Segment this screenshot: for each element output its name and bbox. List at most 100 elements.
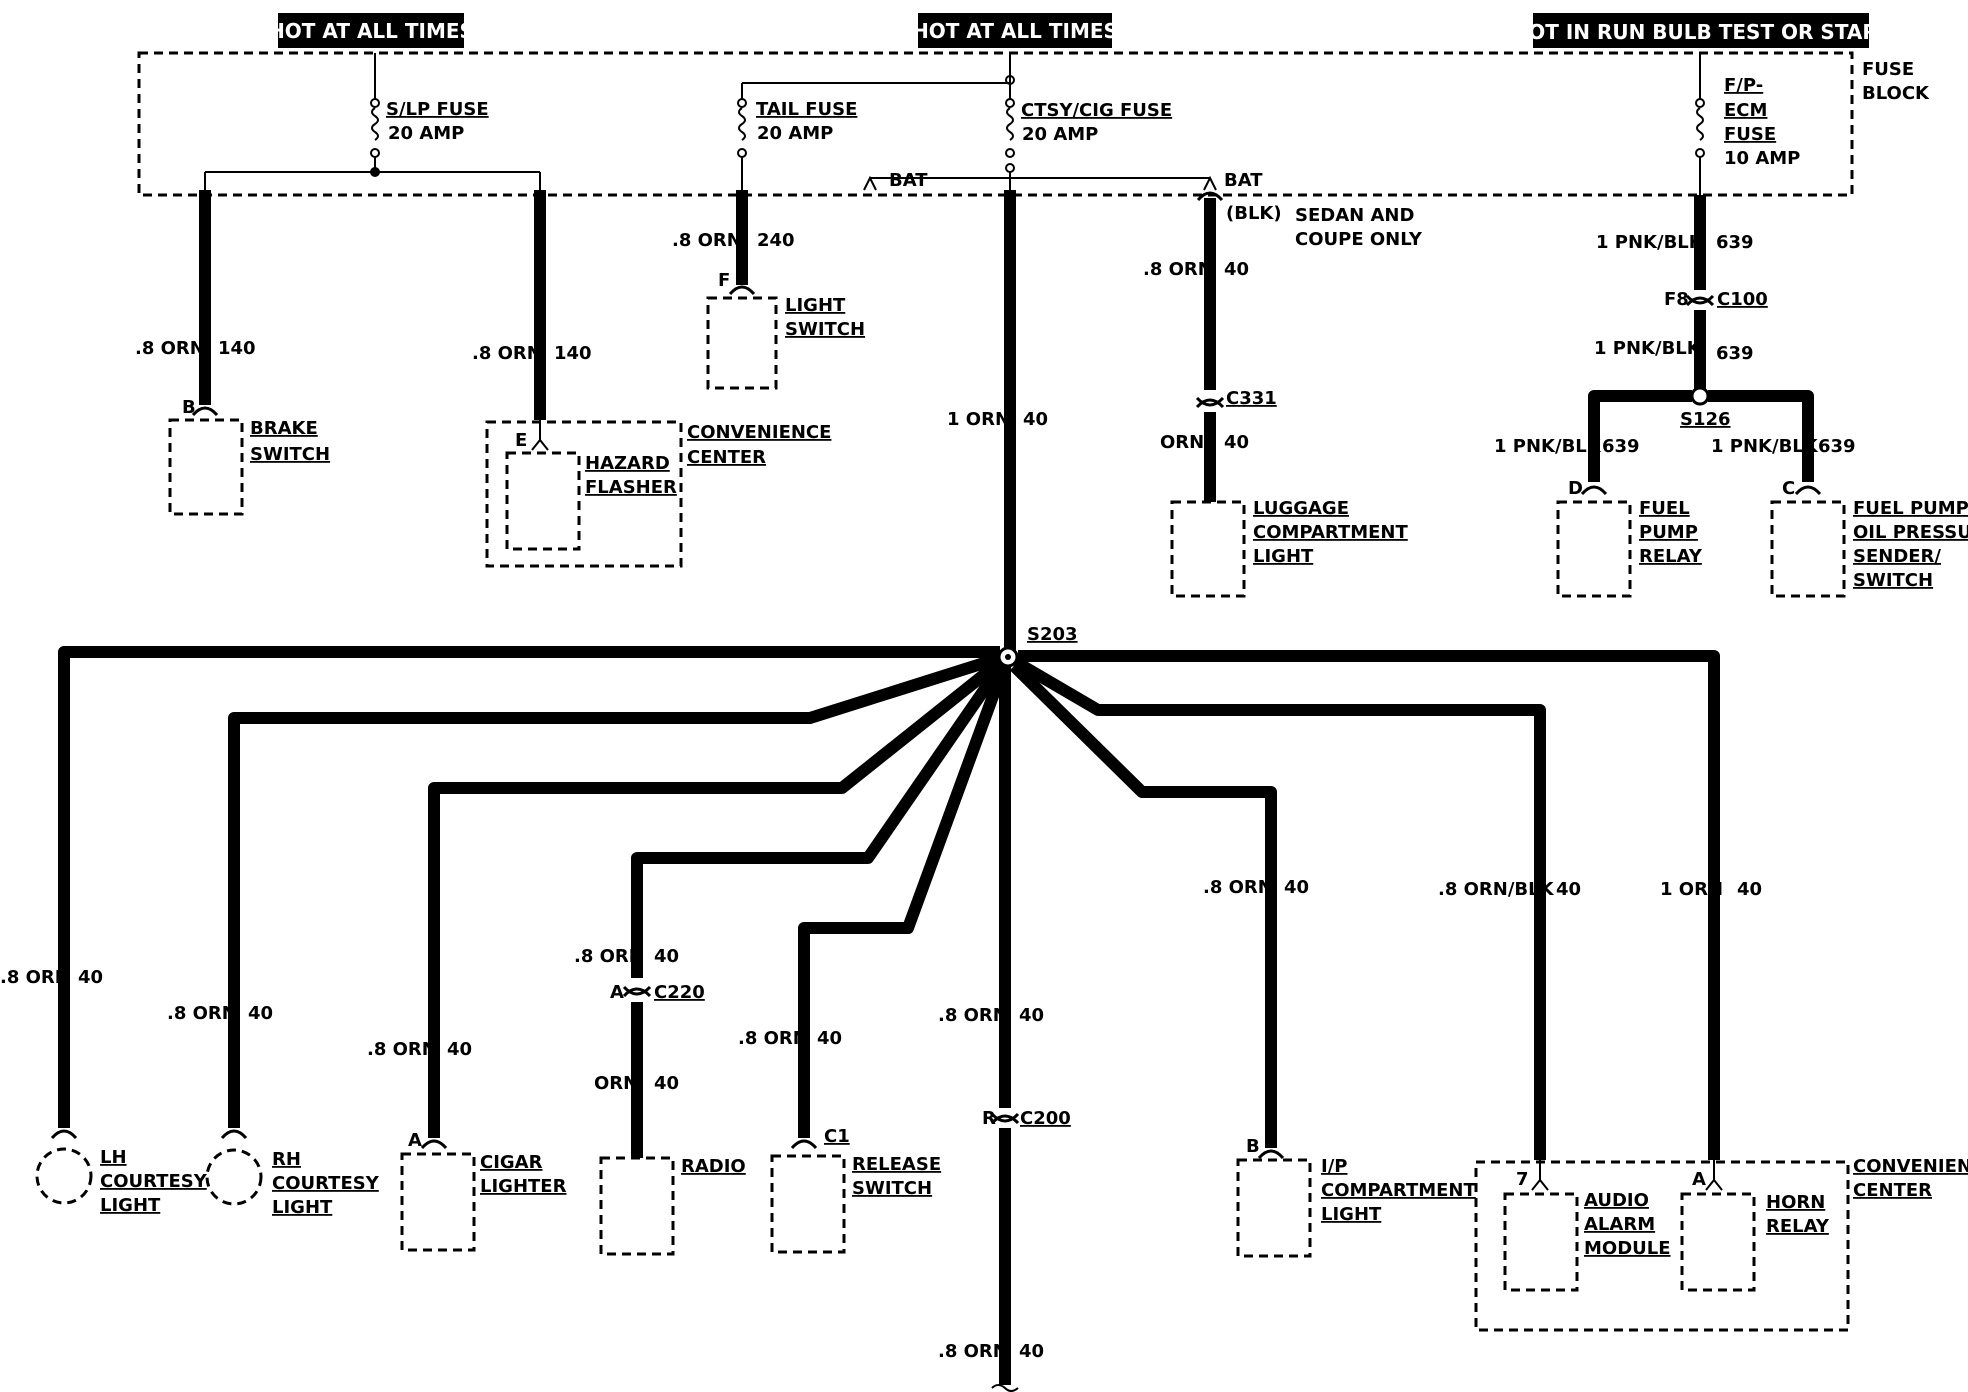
audio-label: ALARM <box>1584 1214 1655 1235</box>
wire-number: 40 <box>1023 409 1048 430</box>
wire-size: .8 ORN <box>574 946 644 967</box>
light-switch-label: LIGHT <box>785 295 846 316</box>
sedan-coupe-label: SEDAN AND <box>1295 205 1414 226</box>
wire-size: 1 PNK/BLK <box>1596 232 1704 253</box>
release-switch-box <box>770 1154 846 1254</box>
fuel-pump-switch-label: SENDER/ <box>1853 546 1941 567</box>
connector-f8: F8 <box>1664 289 1689 310</box>
fuel-relay-connector <box>1580 485 1608 496</box>
c331-connector <box>1195 396 1225 409</box>
bat-label-left: BAT <box>889 170 928 191</box>
convenience-center-label: CONVENIENCE <box>687 422 831 443</box>
brake-switch-label: SWITCH <box>250 444 330 465</box>
rh-courtesy-light <box>205 1148 263 1206</box>
wire-size: .8 ORN <box>472 343 542 364</box>
wire-continues-icon <box>991 1384 1019 1392</box>
bat-blk-connector <box>1196 191 1224 202</box>
fuel-pump-relay-box <box>1556 500 1632 598</box>
cigar-label: CIGAR <box>480 1152 543 1173</box>
wire-number: 40 <box>1737 879 1762 900</box>
wire-number: 40 <box>1224 432 1249 453</box>
wire-number: 40 <box>1556 879 1581 900</box>
wire-number: 40 <box>1284 877 1309 898</box>
connector-c200: C200 <box>1020 1108 1071 1129</box>
horn-label: HORN <box>1766 1192 1825 1213</box>
release-label: SWITCH <box>852 1178 932 1199</box>
lh-label: LH <box>100 1147 127 1168</box>
wire-lh-courtesy <box>58 646 1000 1128</box>
radio-box <box>599 1156 675 1256</box>
wire-size: ORN <box>1160 432 1204 453</box>
light-switch-box <box>706 296 778 390</box>
splice-s126: S126 <box>1680 409 1731 430</box>
pin-label: F <box>718 270 730 291</box>
wire-release <box>798 663 1010 1138</box>
cigar-label: LIGHTER <box>480 1176 567 1197</box>
wire-rh-courtesy <box>228 652 1002 1128</box>
convenience-center-2-label: CENTER <box>1853 1180 1932 1201</box>
fuse-block-outline <box>137 51 1854 197</box>
header-text: HOT AT ALL TIMES <box>912 19 1118 43</box>
luggage-light-label: LIGHT <box>1253 546 1314 567</box>
wire-size: .8 ORN <box>938 1005 1008 1026</box>
wire-radio-top <box>631 660 1007 978</box>
lh-label: COURTESY <box>100 1171 208 1192</box>
splice-s203: S203 <box>1027 624 1078 645</box>
wire-number: 639 <box>1716 343 1754 364</box>
lh-label: LIGHT <box>100 1195 161 1216</box>
wire-size: .8 ORN <box>1143 259 1213 280</box>
fuel-pump-switch-box <box>1770 500 1846 598</box>
ctsy-cig-fuse: CTSY/CIG FUSE 20 AMP <box>870 53 1210 190</box>
rh-label: RH <box>272 1149 301 1170</box>
wire-number: 140 <box>554 343 592 364</box>
rh-label: COURTESY <box>272 1173 380 1194</box>
wire-number: 40 <box>1224 259 1249 280</box>
wire-size: 1 PNK/BLK <box>1594 338 1702 359</box>
hazard-flasher-box <box>505 451 581 551</box>
pin-label: B <box>182 397 196 418</box>
bat-tab-right <box>1203 175 1217 191</box>
wire-size: 1 PNK/BLK <box>1494 436 1602 457</box>
wire-size: .8 ORN <box>672 230 742 251</box>
header-text: HOT IN RUN BULB TEST OR START <box>1511 20 1890 44</box>
hazard-connector <box>531 420 549 451</box>
fpecm-fuse-amp: 10 AMP <box>1724 148 1800 169</box>
radio-label: RADIO <box>681 1156 746 1177</box>
wire-number: 40 <box>654 946 679 967</box>
wire-size: .8 ORN <box>738 1028 808 1049</box>
rh-connector <box>220 1129 248 1140</box>
slp-fuse: S/LP FUSE 20 AMP <box>204 53 541 190</box>
pin-label: A <box>1692 1169 1706 1190</box>
horn-relay-box <box>1680 1192 1756 1292</box>
pin-label: C <box>1782 478 1795 499</box>
c200-connector <box>990 1112 1020 1125</box>
luggage-light-label: LUGGAGE <box>1253 498 1349 519</box>
wire-number: 639 <box>1818 436 1856 457</box>
convenience-center-label: CENTER <box>687 447 766 468</box>
fpecm-fuse-line: F/P- <box>1724 75 1763 96</box>
c100-connector <box>1685 294 1715 307</box>
tail-fuse-amp: 20 AMP <box>757 123 833 144</box>
cigar-connector <box>420 1139 448 1150</box>
wire-number: 40 <box>1019 1341 1044 1362</box>
convenience-center-2-label: CONVENIENCE <box>1853 1156 1968 1177</box>
pin-label: 7 <box>1516 1169 1529 1190</box>
release-label: RELEASE <box>852 1154 941 1175</box>
pin-label: B <box>1246 1136 1260 1157</box>
wire-size: .8 ORN <box>135 338 205 359</box>
wire-size: .8 ORN <box>167 1003 237 1024</box>
wire-size: .8 ORN <box>938 1341 1008 1362</box>
tail-fuse: TAIL FUSE 20 AMP <box>737 82 1010 190</box>
header-hot-in-run: HOT IN RUN BULB TEST OR START <box>1511 13 1891 48</box>
ip-light-box <box>1236 1158 1312 1258</box>
connector-c100: C100 <box>1717 289 1768 310</box>
horn-label: RELAY <box>1766 1216 1830 1237</box>
fuel-pump-switch-label: SWITCH <box>1853 570 1933 591</box>
wire-number: 40 <box>654 1073 679 1094</box>
ctsy-fuse-name: CTSY/CIG FUSE <box>1021 100 1172 121</box>
fuel-pump-switch-label: OIL PRESSURE <box>1853 522 1968 543</box>
pin-label: D <box>1568 478 1583 499</box>
wire-audio <box>1012 656 1546 1160</box>
tail-fuse-name: TAIL FUSE <box>756 99 857 120</box>
